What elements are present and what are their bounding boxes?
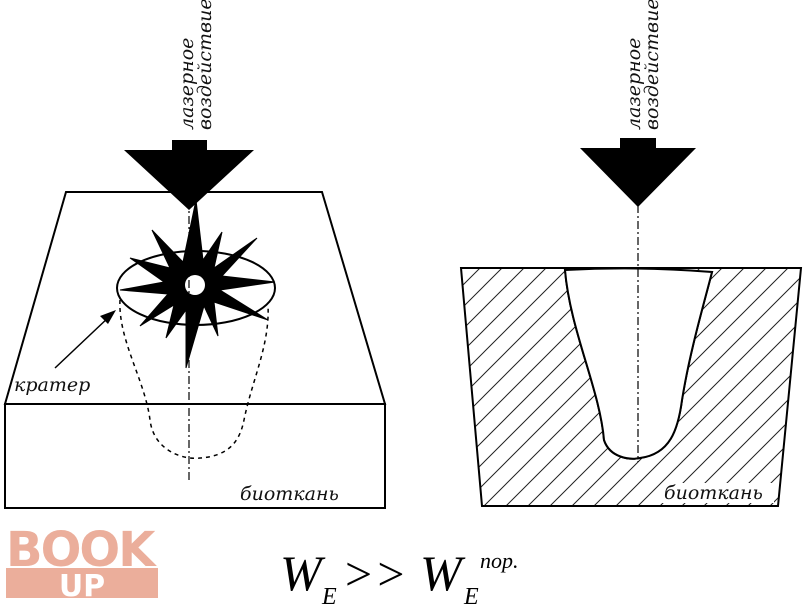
right-laser-arrow-icon (580, 138, 696, 207)
right-tissue-label-bg (662, 483, 774, 503)
right-beam-label-line2: воздействие (641, 0, 663, 130)
watermark-logo: BOOK UP (6, 522, 159, 604)
left-tissue-label: биоткань (240, 483, 339, 505)
right-diagram: лазерное воздействие биоткань (459, 0, 803, 507)
left-diagram: лазерное воздействие кратер биоткань (3, 0, 387, 509)
right-tissue-label: биоткань (664, 482, 763, 504)
watermark-band (6, 568, 158, 598)
left-block-front-face (4, 403, 386, 509)
formula-lhs-symbol: W (280, 545, 326, 601)
left-laser-arrow-icon (124, 140, 254, 210)
left-beam-label-line2: воздействие (194, 0, 216, 130)
formula-lhs-subscript: E (321, 584, 337, 606)
crater-pointer-line (54, 315, 111, 369)
formula-operator: >> (342, 548, 407, 601)
crater-hidden-outline (119, 299, 269, 460)
right-beam-label-line1: лазерное (623, 38, 645, 130)
formula-rhs-superscript: пор. (480, 548, 519, 573)
formula-rhs-subscript: E (463, 584, 479, 606)
crater-pointer-arrowhead-icon (100, 310, 116, 324)
left-beam-label-line1: лазерное (176, 38, 198, 130)
explosion-core (185, 275, 205, 295)
right-crater-cavity (563, 267, 714, 460)
crater-label: кратер (14, 374, 90, 396)
formula-rhs-symbol: W (420, 545, 466, 601)
watermark-line2: UP (59, 569, 105, 604)
energy-formula: W E >> W E пор. (280, 545, 519, 606)
